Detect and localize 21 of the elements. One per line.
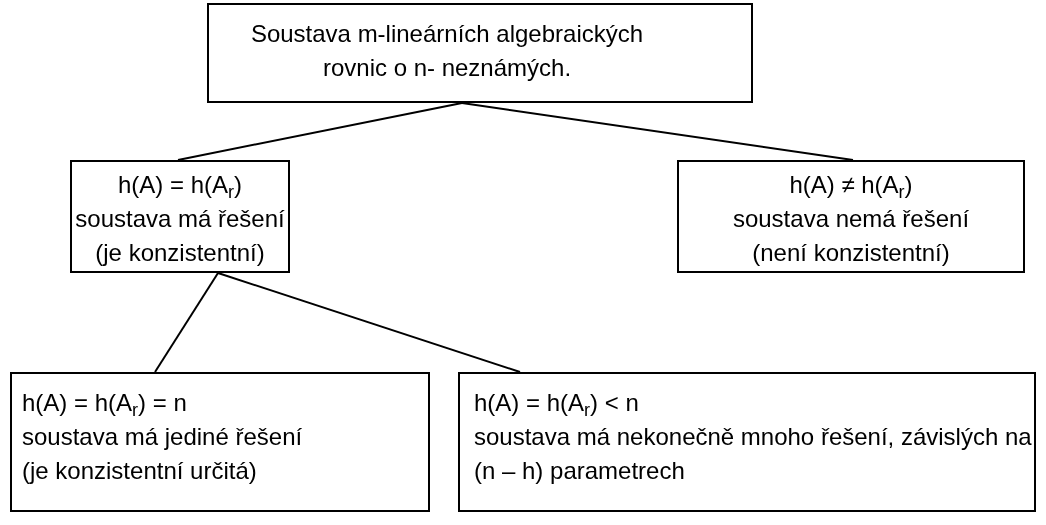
text-box xyxy=(677,160,1025,273)
box-text: Soustava m-lineárních algebraických rovnic o n- neznámých. xyxy=(249,19,645,83)
box-text: (je konzistentní) xyxy=(95,238,265,268)
box-text: h(A) = h(A$_{r}$) xyxy=(117,170,242,202)
text-box xyxy=(10,372,430,512)
text-box xyxy=(458,372,1036,512)
box-text: (je konzistentní určitá) xyxy=(22,456,257,486)
connector-line xyxy=(177,102,463,161)
box-text: h(A) ≠ h(A$_{r}$) xyxy=(789,170,913,202)
connector-line xyxy=(461,102,854,161)
connector-line xyxy=(154,272,219,373)
text-box xyxy=(70,160,290,273)
box-text: soustava má řešení xyxy=(75,204,285,234)
box-text: soustava má jediné řešení xyxy=(22,422,303,452)
box-text: soustava nemá řešení xyxy=(732,204,970,234)
box-text: h(A) = h(A$_{r}$) = n xyxy=(22,388,187,420)
box-text: soustava má nekonečně mnoho řešení, závislých na (n – h) parametrech xyxy=(474,422,1033,486)
connector-line xyxy=(217,272,521,373)
box-text: (není konzistentní) xyxy=(752,238,950,268)
box-text: h(A) = h(A$_{r}$) < n xyxy=(474,388,639,420)
text-box xyxy=(207,3,753,103)
